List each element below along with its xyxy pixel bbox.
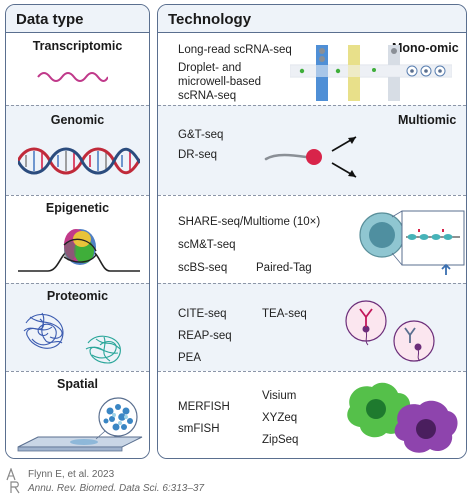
data-type-proteomic: Proteomic	[46, 289, 109, 303]
wave-icon	[37, 72, 108, 82]
row-band-transcriptomic	[6, 33, 149, 105]
data-type-header-text: Data type	[16, 11, 84, 28]
tissue-cells-icon	[347, 382, 458, 453]
footer-journal: Annu. Rev. Biomed. Data Sci. 6:313–37	[28, 483, 205, 494]
tech-visium: Visium	[262, 390, 297, 402]
mono-omic-tag: Mono-omic	[392, 41, 459, 55]
antibody-cell-icon	[345, 300, 435, 362]
tech-tea-seq: TEA-seq	[262, 308, 307, 320]
data-type-header: Data type	[6, 5, 149, 33]
data-type-epigenetic: Epigenetic	[45, 201, 110, 215]
nucleosome-icon	[18, 229, 140, 272]
tech-dr-seq: DR-seq	[178, 149, 217, 161]
tech-paired-tag: Paired-Tag	[256, 262, 312, 274]
row-divider	[6, 371, 149, 372]
row-band-proteomic	[6, 283, 149, 371]
annual-reviews-logo-icon	[6, 468, 20, 494]
technology-panel: Technology Long-read scRNA-seq Droplet- …	[157, 4, 467, 459]
tech-xyzeq: XYZeq	[262, 412, 298, 424]
row-divider	[6, 283, 149, 284]
data-type-transcriptomic: Transcriptomic	[32, 39, 123, 53]
tech-scm-t-seq: scM&T-seq	[178, 239, 236, 251]
technology-header: Technology	[158, 5, 466, 33]
tech-share-seq-multiome: SHARE-seq/Multiome (10×)	[178, 216, 321, 228]
row-divider	[158, 105, 466, 106]
row-divider	[158, 195, 466, 196]
tech-long-read-scrna-seq: Long-read scRNA-seq	[178, 44, 292, 56]
footer-citation: Flynn E, et al. 2023	[28, 469, 115, 480]
tech-pea: PEA	[178, 352, 202, 364]
dna-helix-icon	[18, 147, 140, 175]
tech-merfish: MERFISH	[178, 401, 230, 413]
cell-chromatin-icon	[359, 210, 465, 275]
tech-droplet-microwell-scrna-seq: Droplet- and microwell-based scRNA-seq	[178, 62, 262, 102]
tech-zipseq: ZipSeq	[262, 434, 299, 446]
row-divider	[6, 105, 149, 106]
protein-blob-icon	[23, 312, 121, 364]
data-type-panel: Data type Transcriptomic Genomic Epigene…	[5, 4, 150, 459]
tech-reap-seq: REAP-seq	[178, 330, 232, 342]
tech-cite-seq: CITE-seq	[178, 308, 227, 320]
split-arrows-icon	[264, 136, 357, 178]
microfluidic-chip-icon	[290, 45, 452, 101]
tech-smfish: smFISH	[178, 423, 220, 435]
data-type-genomic: Genomic	[50, 113, 105, 127]
tech-g-t-seq: G&T-seq	[178, 129, 224, 141]
data-type-spatial: Spatial	[57, 377, 98, 391]
multiomic-tag: Multiomic	[398, 113, 457, 127]
spatial-slide-icon	[17, 397, 143, 452]
tech-scbs-seq: scBS-seq	[178, 262, 228, 274]
row-divider	[158, 283, 466, 284]
row-divider	[158, 371, 466, 372]
row-divider	[6, 195, 149, 196]
technology-header-text: Technology	[168, 11, 252, 28]
